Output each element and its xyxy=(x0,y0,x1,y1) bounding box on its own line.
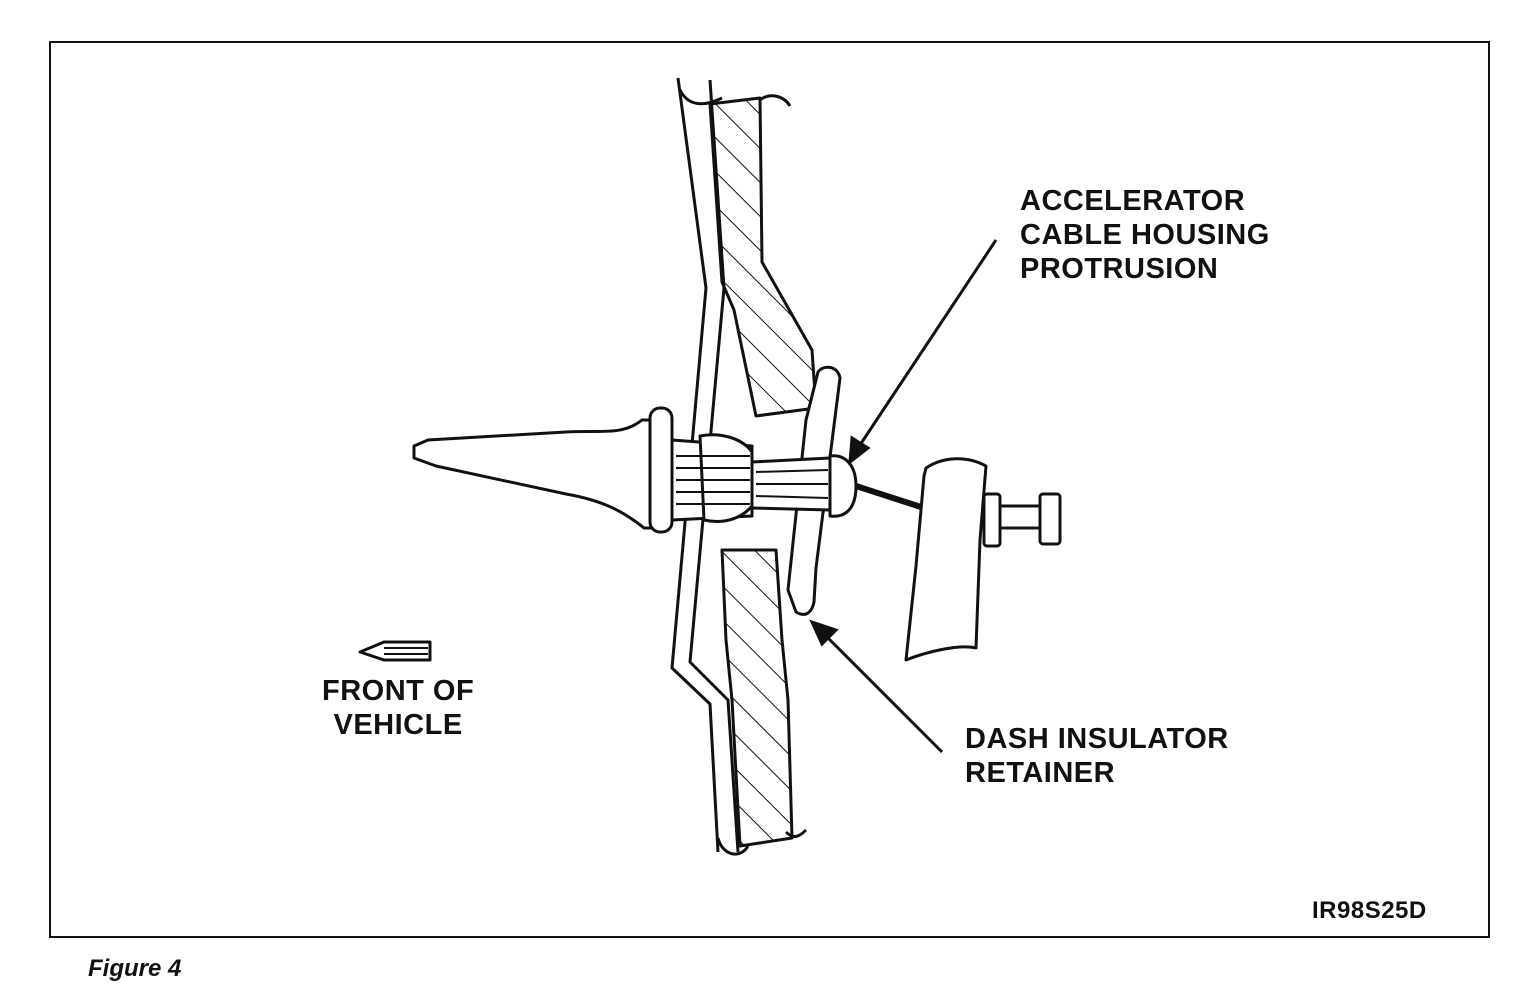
dash-label-line-2: RETAINER xyxy=(965,757,1116,789)
figure-caption: Figure 4 xyxy=(88,955,182,982)
accelerator-label-line-1: ACCELERATOR xyxy=(1020,185,1246,217)
figure-frame xyxy=(49,41,1490,938)
accelerator-pedal xyxy=(904,457,1062,662)
figure-code: IR98S25D xyxy=(1312,897,1427,924)
front-label-line-2: VEHICLE xyxy=(333,709,463,741)
front-arrow xyxy=(358,640,432,662)
dash-label-line-1: DASH INSULATOR xyxy=(965,723,1229,755)
retainer-leader xyxy=(809,619,944,754)
accelerator-label-line-2: CABLE HOUSING xyxy=(1020,219,1270,251)
accelerator-cable-housing-label: ACCELERATOR CABLE HOUSING PROTRUSION xyxy=(1020,184,1270,286)
front-of-vehicle-label: FRONT OF VEHICLE xyxy=(322,674,474,742)
dash-insulation xyxy=(708,94,818,848)
accelerator-cable xyxy=(412,406,925,534)
dash-insulator-retainer-label: DASH INSULATOR RETAINER xyxy=(965,722,1229,790)
accelerator-label-line-3: PROTRUSION xyxy=(1020,253,1219,285)
front-label-line-1: FRONT OF xyxy=(322,675,475,707)
accelerator-leader xyxy=(848,239,998,466)
